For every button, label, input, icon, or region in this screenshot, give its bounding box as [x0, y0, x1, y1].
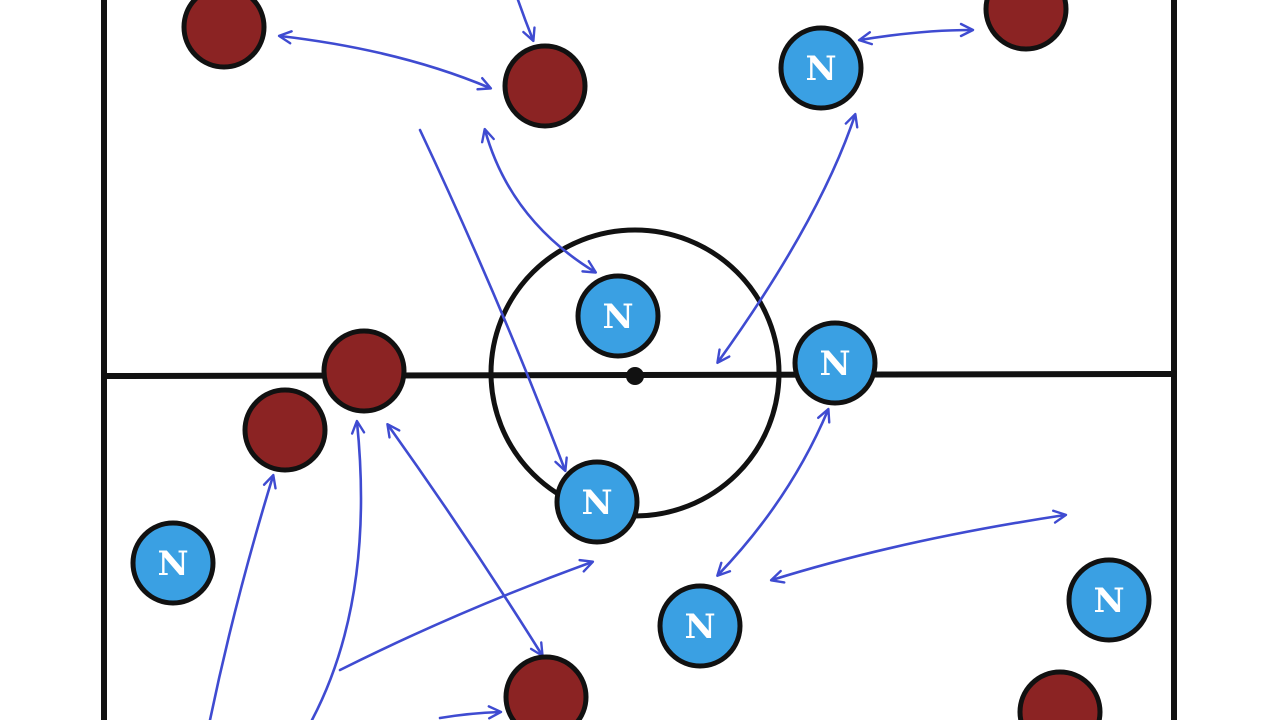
red-player — [503, 654, 589, 720]
badge-letter: N — [602, 297, 633, 337]
arrow — [338, 558, 595, 672]
red-player — [181, 0, 267, 70]
badge-letter: N — [1093, 581, 1124, 621]
blue-player: N — [130, 520, 216, 606]
arrow — [769, 509, 1068, 584]
blue-player: N — [657, 583, 743, 669]
blue-player: N — [575, 273, 661, 359]
pitch-markings — [101, 0, 1177, 720]
center-spot — [626, 367, 644, 385]
red-player — [502, 43, 588, 129]
blue-player: N — [778, 25, 864, 111]
red-player — [1017, 669, 1103, 720]
arrow — [310, 419, 366, 720]
blue-player: N — [792, 320, 878, 406]
red-player — [321, 328, 407, 414]
red-player — [983, 0, 1069, 52]
arrow — [438, 705, 503, 720]
arrow — [716, 407, 831, 577]
badge-letter: N — [805, 49, 836, 89]
movement-arrows — [208, 0, 1068, 720]
badge-letter: N — [819, 344, 850, 384]
arrow — [857, 22, 975, 46]
arrow — [277, 30, 493, 91]
arrow — [386, 422, 544, 658]
badge-letter: N — [684, 607, 715, 647]
red-team — [181, 0, 1103, 720]
arrow — [716, 112, 859, 365]
red-player — [242, 387, 328, 473]
badge-letter: N — [157, 544, 188, 584]
arrow — [516, 0, 536, 43]
badge-letter: N — [581, 483, 612, 523]
arrow — [418, 128, 568, 473]
blue-player: N — [1066, 557, 1152, 643]
blue-player: N — [554, 459, 640, 545]
arrow — [480, 127, 598, 274]
arrow — [208, 473, 277, 720]
blue-team: N N N N N N N — [130, 25, 1152, 669]
